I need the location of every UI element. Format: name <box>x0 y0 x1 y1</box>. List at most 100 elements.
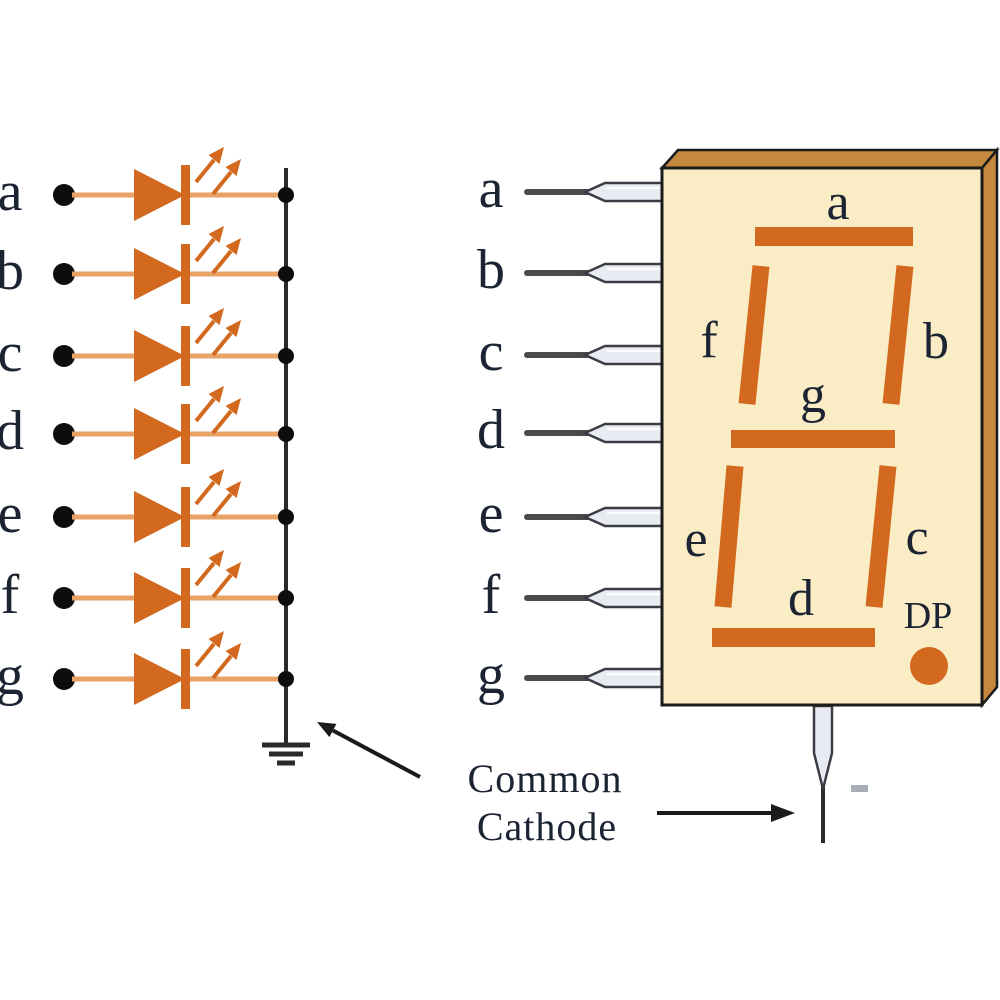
led-triangle-icon <box>134 169 185 221</box>
minus-mark <box>851 785 868 792</box>
light-emission-arrows-icon <box>194 308 241 357</box>
led-input-label-a: a <box>0 161 23 223</box>
common-cathode-pin <box>812 704 834 843</box>
arrowhead-icon <box>771 804 795 822</box>
led-input-label-c: c <box>0 322 22 384</box>
led-input-label-f: f <box>1 564 20 626</box>
pin-label-c: c <box>479 321 504 383</box>
led-input-label-b: b <box>0 240 24 302</box>
pin-row-e: e <box>479 483 666 545</box>
pin-label-a: a <box>479 158 504 220</box>
pin-label-e: e <box>479 483 504 545</box>
input-terminal-dot <box>53 423 75 445</box>
junction-dot <box>278 509 294 525</box>
pin-body <box>812 704 834 790</box>
segment-a-label: a <box>826 174 849 231</box>
light-emission-arrows-icon <box>194 147 241 196</box>
pin-body <box>581 667 666 689</box>
pin-body <box>581 181 666 203</box>
segment-b-label: b <box>923 313 949 370</box>
junction-dot <box>278 348 294 364</box>
junction-dot <box>278 266 294 282</box>
led-triangle-icon <box>134 491 185 543</box>
led-row-a: a <box>0 147 294 225</box>
pin-label-b: b <box>477 239 505 301</box>
led-array-schematic: a b <box>0 147 310 766</box>
led-row-d: d <box>0 386 294 464</box>
led-row-g: g <box>0 631 294 709</box>
led-cathode-bar <box>181 404 190 464</box>
led-cathode-bar <box>181 649 190 709</box>
input-terminal-dot <box>53 345 75 367</box>
caption-line-2: Cathode <box>477 804 617 849</box>
pin-row-d: d <box>477 399 666 461</box>
light-emission-arrows-icon <box>194 631 241 680</box>
display-package: a f b g e c d DP <box>659 146 1000 709</box>
led-input-label-d: d <box>0 400 24 462</box>
led-input-label-e: e <box>0 483 22 545</box>
input-terminal-dot <box>53 506 75 528</box>
segment-e <box>714 465 744 608</box>
pin-row-f: f <box>482 564 666 626</box>
input-terminal-dot <box>53 587 75 609</box>
input-terminal-dot <box>53 263 75 285</box>
led-cathode-bar <box>181 487 190 547</box>
led-cathode-bar <box>181 326 190 386</box>
pin-body <box>581 262 666 284</box>
light-emission-arrows-icon <box>194 469 241 518</box>
led-row-c: c <box>0 308 294 386</box>
arrowhead-icon <box>317 722 337 738</box>
junction-dot <box>278 590 294 606</box>
junction-dot <box>278 187 294 203</box>
decimal-point-dot <box>910 647 948 685</box>
led-input-label-g: g <box>0 645 24 707</box>
package-top-bevel <box>659 148 1000 170</box>
led-triangle-icon <box>134 653 185 705</box>
led-cathode-bar <box>181 244 190 304</box>
package-right-bevel <box>980 146 999 709</box>
segment-g-label: g <box>800 367 826 424</box>
segment-f <box>738 265 770 405</box>
pin-row-g: g <box>477 644 666 706</box>
segment-a <box>755 227 913 246</box>
pin-body <box>581 506 666 528</box>
led-row-f: f <box>1 550 294 628</box>
pin-body <box>581 422 666 444</box>
caption-arrow-to-pin <box>657 804 795 822</box>
segment-c <box>865 465 897 608</box>
led-triangle-icon <box>134 572 185 624</box>
segment-g <box>731 430 895 448</box>
pin-label-f: f <box>482 564 501 626</box>
segment-b <box>882 265 914 405</box>
junction-dot <box>278 671 294 687</box>
led-cathode-bar <box>181 165 190 225</box>
junction-dot <box>278 426 294 442</box>
light-emission-arrows-icon <box>194 386 241 435</box>
caption-arrow-to-ground <box>317 722 421 779</box>
pin-body <box>581 587 666 609</box>
decimal-point-label: DP <box>904 595 953 637</box>
pin-row-c: c <box>479 321 666 383</box>
led-row-b: b <box>0 226 294 304</box>
seven-segment-digit <box>712 227 948 685</box>
caption-line-1: Common <box>468 756 623 801</box>
ground-icon <box>262 742 310 766</box>
light-emission-arrows-icon <box>194 550 241 599</box>
segment-f-label: f <box>700 312 718 369</box>
pin-label-g: g <box>477 644 505 706</box>
segment-d <box>712 628 875 647</box>
input-terminal-dot <box>53 184 75 206</box>
segment-d-label: d <box>788 570 814 627</box>
segment-e-label: e <box>684 511 707 568</box>
display-pins: a b c d e f <box>477 158 666 706</box>
pin-row-a: a <box>479 158 666 220</box>
pin-label-d: d <box>477 399 505 461</box>
led-cathode-bar <box>181 568 190 628</box>
led-triangle-icon <box>134 408 185 460</box>
segment-c-label: c <box>905 509 928 566</box>
pin-body <box>581 344 666 366</box>
common-cathode-caption: Common Cathode <box>468 756 623 849</box>
led-triangle-icon <box>134 330 185 382</box>
light-emission-arrows-icon <box>194 226 241 275</box>
